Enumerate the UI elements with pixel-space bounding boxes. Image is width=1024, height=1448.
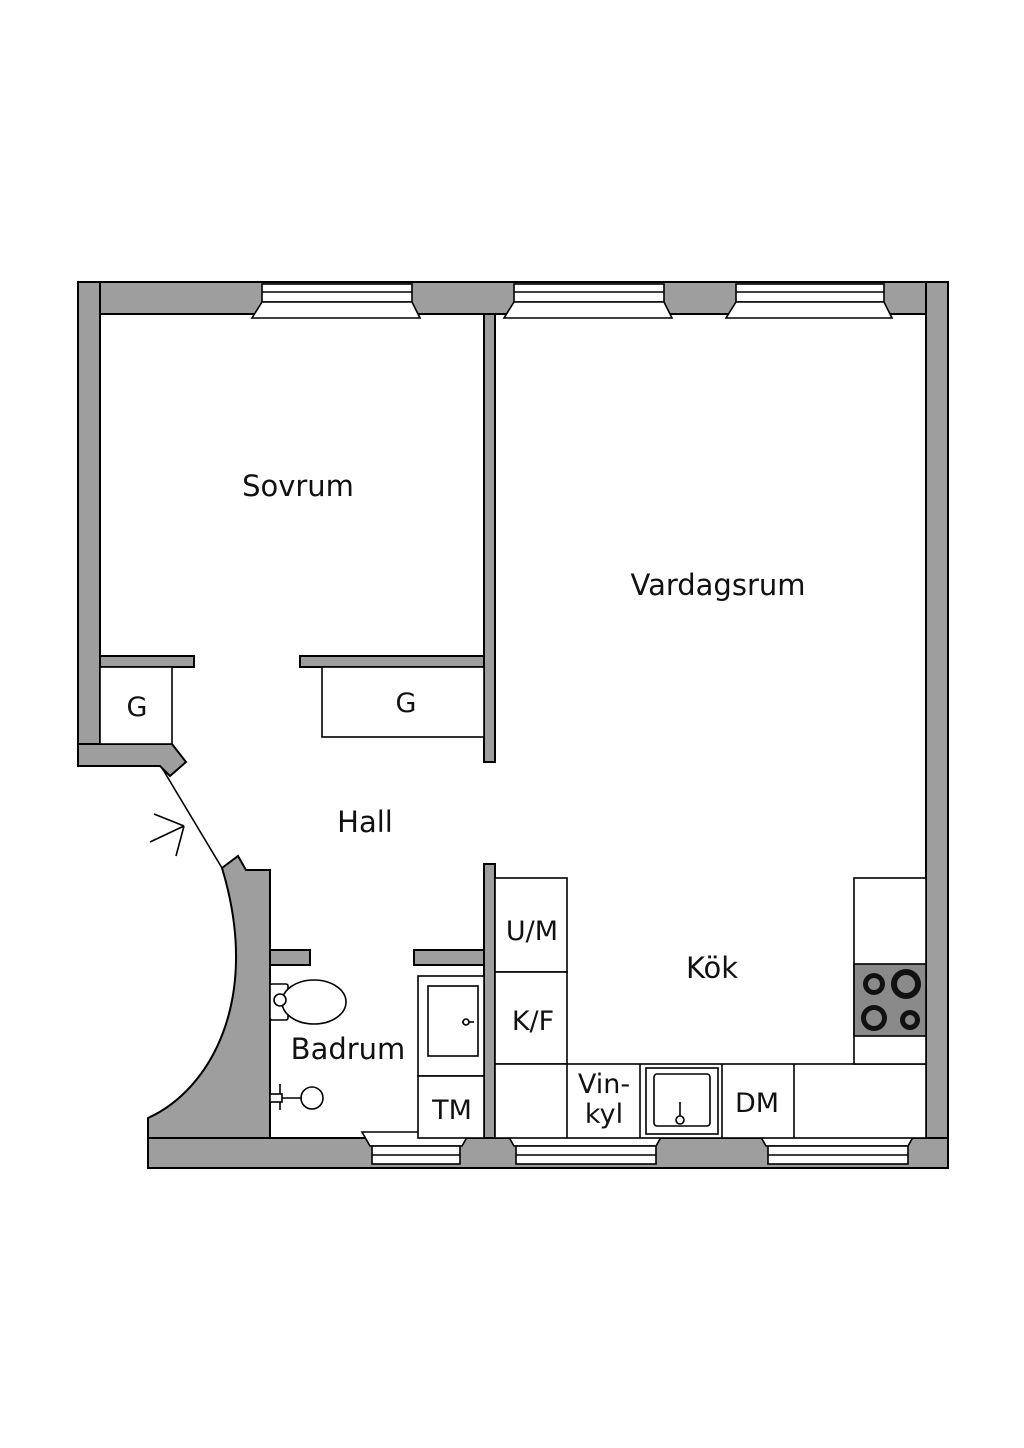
wall-curved: [147, 854, 271, 1139]
room-label-kok: Kök: [686, 951, 738, 985]
wall-right: [925, 281, 949, 1169]
labels: Sovrum Vardagsrum Hall Kök Badrum G G U/…: [127, 469, 806, 1130]
label-kf: K/F: [512, 1006, 554, 1037]
entry-arrow-icon: [149, 813, 185, 857]
cabinet-kf: [494, 971, 568, 1065]
label-vinkyl-1: Vin-: [578, 1069, 630, 1100]
wall-bedroom-living: [483, 313, 496, 763]
washer-tm: [417, 1075, 485, 1139]
room-label-vardagsrum: Vardagsrum: [630, 568, 805, 602]
wall-entrance-upper: [77, 743, 188, 778]
label-vinkyl-2: kyl: [585, 1099, 623, 1130]
entrance-door: [149, 767, 223, 869]
wall-bedroom-bottom-left: [99, 655, 195, 668]
room-label-hall: Hall: [337, 805, 393, 839]
closet-right: [321, 666, 485, 738]
cabinet-um: [494, 877, 568, 973]
kitchen-sink-icon: [645, 1067, 719, 1135]
closet-label-right: G: [396, 688, 417, 719]
room-label-badrum: Badrum: [291, 1032, 406, 1066]
window-top-3: [724, 283, 894, 319]
shower-icon: [269, 1084, 324, 1110]
stove-icon: [853, 963, 927, 1037]
closets: [99, 666, 485, 745]
label-tm: TM: [431, 1095, 472, 1126]
wall-bathroom-top-right: [413, 949, 485, 966]
bathroom-sink-icon: [427, 985, 479, 1057]
windows: [250, 283, 918, 1165]
wall-bathroom-top-left: [269, 949, 311, 966]
closet-label-left: G: [127, 692, 148, 723]
toilet-icon: [269, 979, 347, 1025]
wall-bedroom-bottom-right: [299, 655, 485, 668]
window-top-2: [502, 283, 674, 319]
label-dm: DM: [735, 1088, 779, 1119]
wall-left: [77, 281, 101, 767]
room-label-sovrum: Sovrum: [242, 469, 354, 503]
label-um: U/M: [506, 916, 558, 947]
closet-left: [99, 666, 173, 745]
bathroom-fixtures: [269, 975, 485, 1139]
kitchen-units: [494, 877, 927, 1139]
interior-walls: [99, 313, 496, 1139]
door-leaf: [161, 767, 223, 869]
wall-bathroom-kitchen: [483, 863, 496, 1139]
window-top-1: [250, 283, 422, 319]
